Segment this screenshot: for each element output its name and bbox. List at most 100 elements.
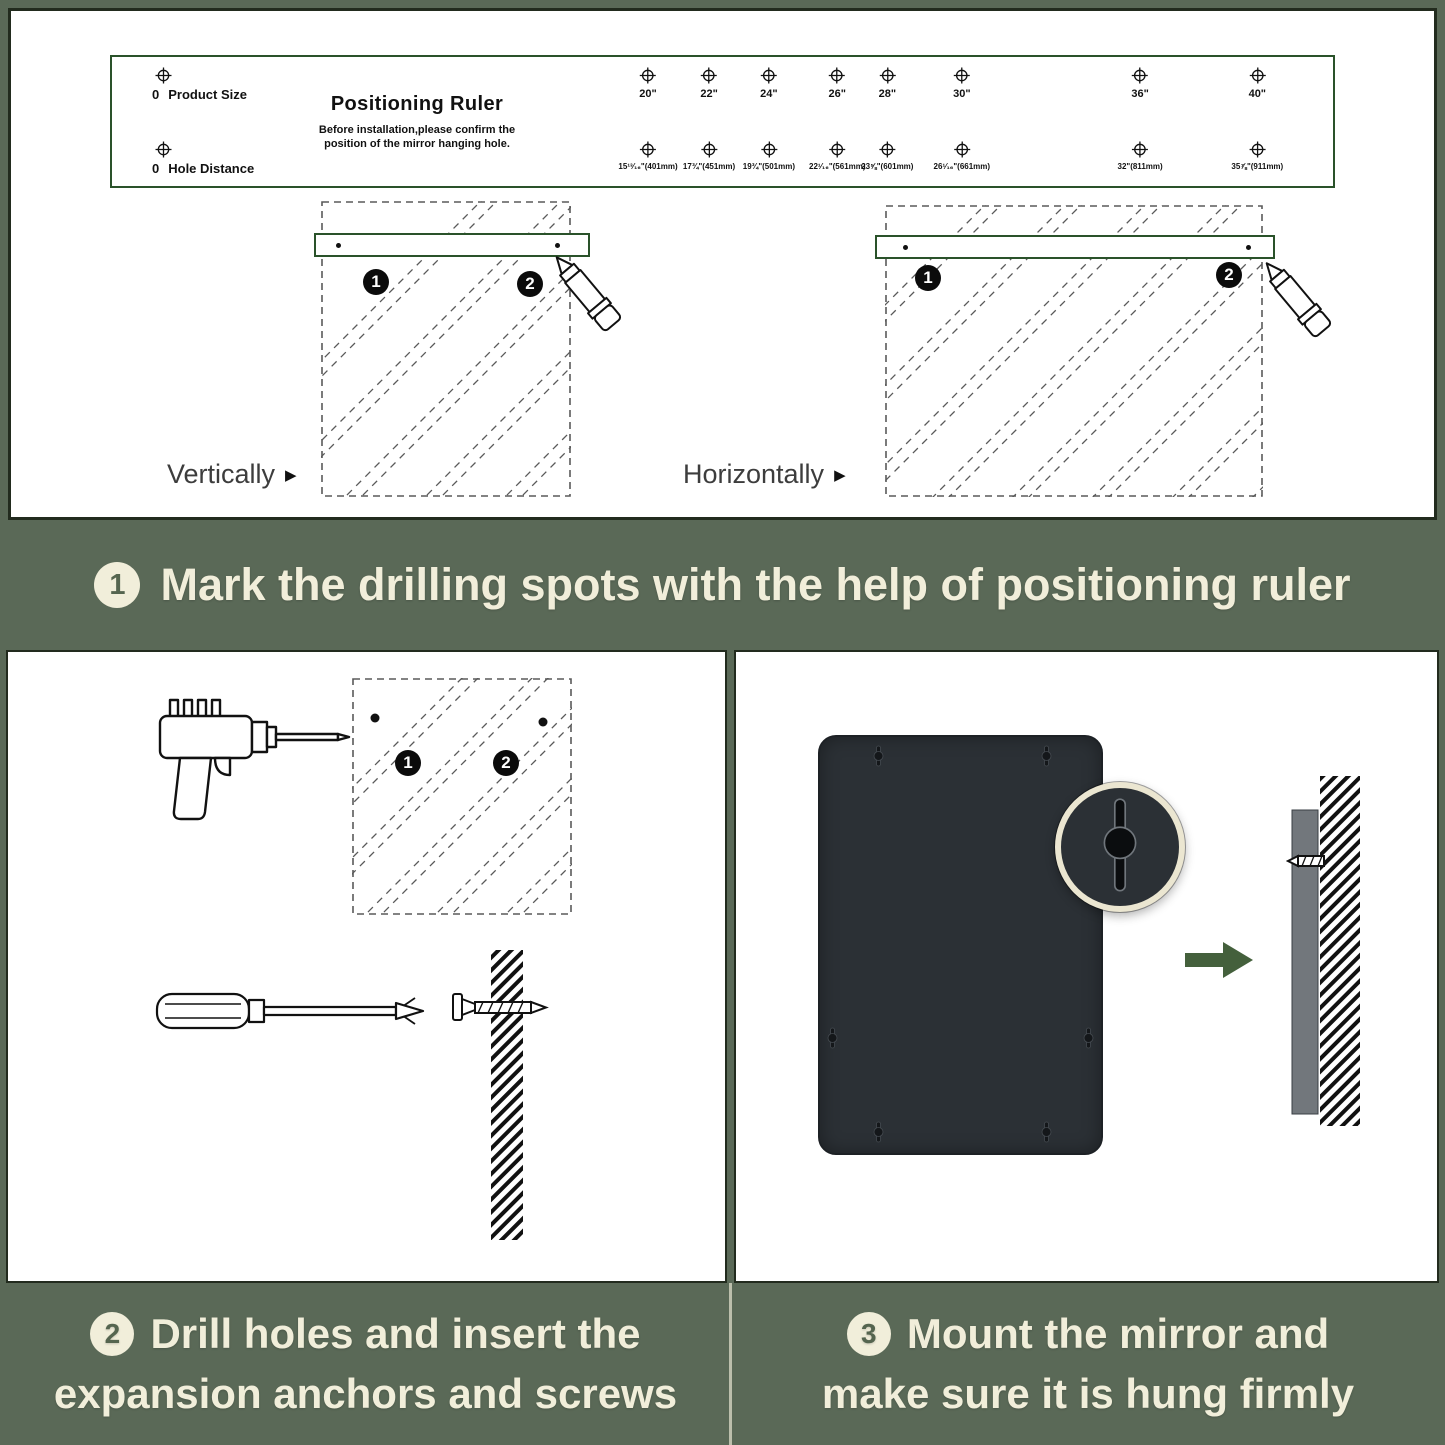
step2-text-line1: Drill holes and insert the: [150, 1310, 641, 1357]
wall-cross-section: [491, 950, 523, 1240]
orientation-text: Vertically: [167, 459, 276, 489]
keyhole-slot-icon: [1041, 1121, 1052, 1143]
drill-spot-dot: [370, 713, 380, 723]
tick-label: 15¹³⁄₁₆"(401mm): [618, 162, 678, 171]
ruler-tick: 22¹⁄₁₆"(561mm): [809, 141, 866, 171]
ruler-tick: 35⅞"(911mm): [1231, 141, 1283, 171]
ruler-tick: 22": [700, 67, 718, 100]
step1-band: 1 Mark the drilling spots with the help …: [0, 520, 1445, 650]
keyhole-slot-icon: [873, 745, 884, 767]
ruler-tick: 23⅝"(601mm): [861, 141, 913, 171]
step2-line1: 2 Drill holes and insert the: [90, 1306, 641, 1362]
marker-1-badge: 1: [363, 269, 389, 295]
step3-text-line1: Mount the mirror and: [906, 1310, 1330, 1357]
crosshair-icon: [1132, 67, 1149, 84]
tick-label: 20": [639, 88, 657, 100]
ruler-tick: 36": [1131, 67, 1149, 100]
step3-line1: 3 Mount the mirror and: [846, 1306, 1330, 1362]
mount-step-panel: [734, 650, 1439, 1283]
tick-label: 26": [828, 88, 846, 100]
expansion-screw-icon: [452, 993, 549, 1021]
ruler-tick: 17¾"(451mm): [683, 141, 735, 171]
step2-text-line2: expansion anchors and screws: [53, 1370, 678, 1417]
crosshair-icon: [879, 141, 896, 158]
ruler-subtitle-line1: Before installation,please confirm the: [318, 124, 516, 136]
crosshair-icon: [1249, 141, 1266, 158]
orientation-text: Horizontally: [683, 459, 825, 489]
drill-spot-dot: [555, 243, 560, 248]
tick-label: 36": [1131, 88, 1149, 100]
crosshair-icon: [155, 141, 172, 158]
tick-label: 40": [1248, 88, 1267, 100]
step1-text: Mark the drilling spots with the help of…: [160, 559, 1351, 610]
crosshair-icon: [829, 141, 846, 158]
hole-distance-label: 0 Hole Distance: [152, 161, 254, 176]
positioning-ruler-panel: 0 Product Size Positioning Ruler Before …: [8, 8, 1437, 520]
ruler-tick: 26": [829, 67, 846, 100]
marker-2-badge: 2: [493, 750, 519, 776]
crosshair-icon: [829, 67, 846, 84]
tick-label: 22¹⁄₁₆"(561mm): [808, 162, 866, 171]
ruler-subtitle: Before installation,please confirm the p…: [262, 123, 572, 151]
ruler-title: Positioning Ruler: [330, 93, 504, 115]
hole-distance-zero-mark: 0 Hole Distance: [152, 141, 254, 176]
zero-number: 0: [152, 87, 160, 102]
ruler-tick: 40": [1249, 67, 1266, 100]
ruler-tick: 26¹⁄₁₆"(661mm): [933, 141, 991, 171]
crosshair-icon: [953, 141, 970, 158]
wall-screw-icon: [1286, 854, 1325, 868]
step3-number-badge: 3: [846, 1312, 891, 1356]
zero-label: Product Size: [168, 87, 247, 102]
marker-1-badge: 1: [915, 265, 941, 291]
drill-icon: [158, 698, 351, 821]
tick-label: 17¾"(451mm): [682, 162, 736, 171]
pointer-icon: ▶: [834, 466, 846, 484]
tick-label: 19¾"(501mm): [742, 162, 796, 171]
ruler-subtitle-line2: position of the mirror hanging hole.: [324, 138, 510, 150]
ruler-title-block: Positioning Ruler Before installation,pl…: [262, 93, 572, 151]
wall-screw-diagram: [452, 950, 549, 1240]
crosshair-icon: [1249, 67, 1266, 84]
ruler-tick: 19¾"(501mm): [743, 141, 795, 171]
marker-2-badge: 2: [1216, 262, 1242, 288]
ruler-strip-horizontal: [875, 235, 1275, 259]
screwdriver-icon: [155, 992, 425, 1030]
step2-band: 2 Drill holes and insert the expansion a…: [0, 1283, 731, 1445]
tick-label: 30": [953, 88, 971, 100]
drill-spot-dot: [903, 245, 908, 250]
tick-label: 23⅝"(601mm): [861, 162, 914, 171]
arrow-right-icon: [1185, 942, 1253, 978]
tick-label: 26¹⁄₁₆"(661mm): [933, 162, 991, 171]
ruler-tick: 28": [879, 67, 896, 100]
ruler-tick: 20": [639, 67, 657, 100]
product-size-ticks: 20" 22" 24": [112, 67, 1333, 117]
step3-text-line2: make sure it is hung firmly: [821, 1370, 1355, 1417]
step1-number-badge: 1: [94, 562, 141, 608]
hole-distance-ticks: 15¹³⁄₁₆"(401mm) 17¾"(451mm) 19¾"(501mm): [112, 141, 1333, 191]
ruler-strip-vertical: [314, 233, 590, 257]
keyhole-magnifier: [1055, 782, 1185, 912]
tick-label: 28": [878, 88, 897, 100]
crosshair-icon: [701, 141, 718, 158]
step2-number-badge: 2: [90, 1312, 135, 1356]
marker-pen-icon: [555, 256, 622, 332]
horizontal-orientation-label: Horizontally ▶: [683, 459, 846, 490]
wall-mount-diagram: [1286, 776, 1360, 1126]
product-size-label: 0 Product Size: [152, 87, 247, 102]
wall-cross-section: [1320, 776, 1360, 1126]
tick-label: 24": [760, 88, 778, 100]
ruler-tick: 24": [760, 67, 778, 100]
marker-2-badge: 2: [517, 271, 543, 297]
band-divider: [729, 1283, 732, 1445]
ruler-tick: 32"(811mm): [1118, 141, 1163, 171]
step3-band: 3 Mount the mirror and make sure it is h…: [731, 1283, 1445, 1445]
zero-number: 0: [152, 161, 160, 176]
keyhole-slot-icon: [873, 1121, 884, 1143]
crosshair-icon: [953, 67, 970, 84]
keyhole-slot-icon: [1083, 1027, 1094, 1049]
tick-label: 22": [700, 88, 718, 100]
crosshair-icon: [760, 141, 777, 158]
ruler-tick: 30": [953, 67, 971, 100]
crosshair-icon: [1132, 141, 1149, 158]
